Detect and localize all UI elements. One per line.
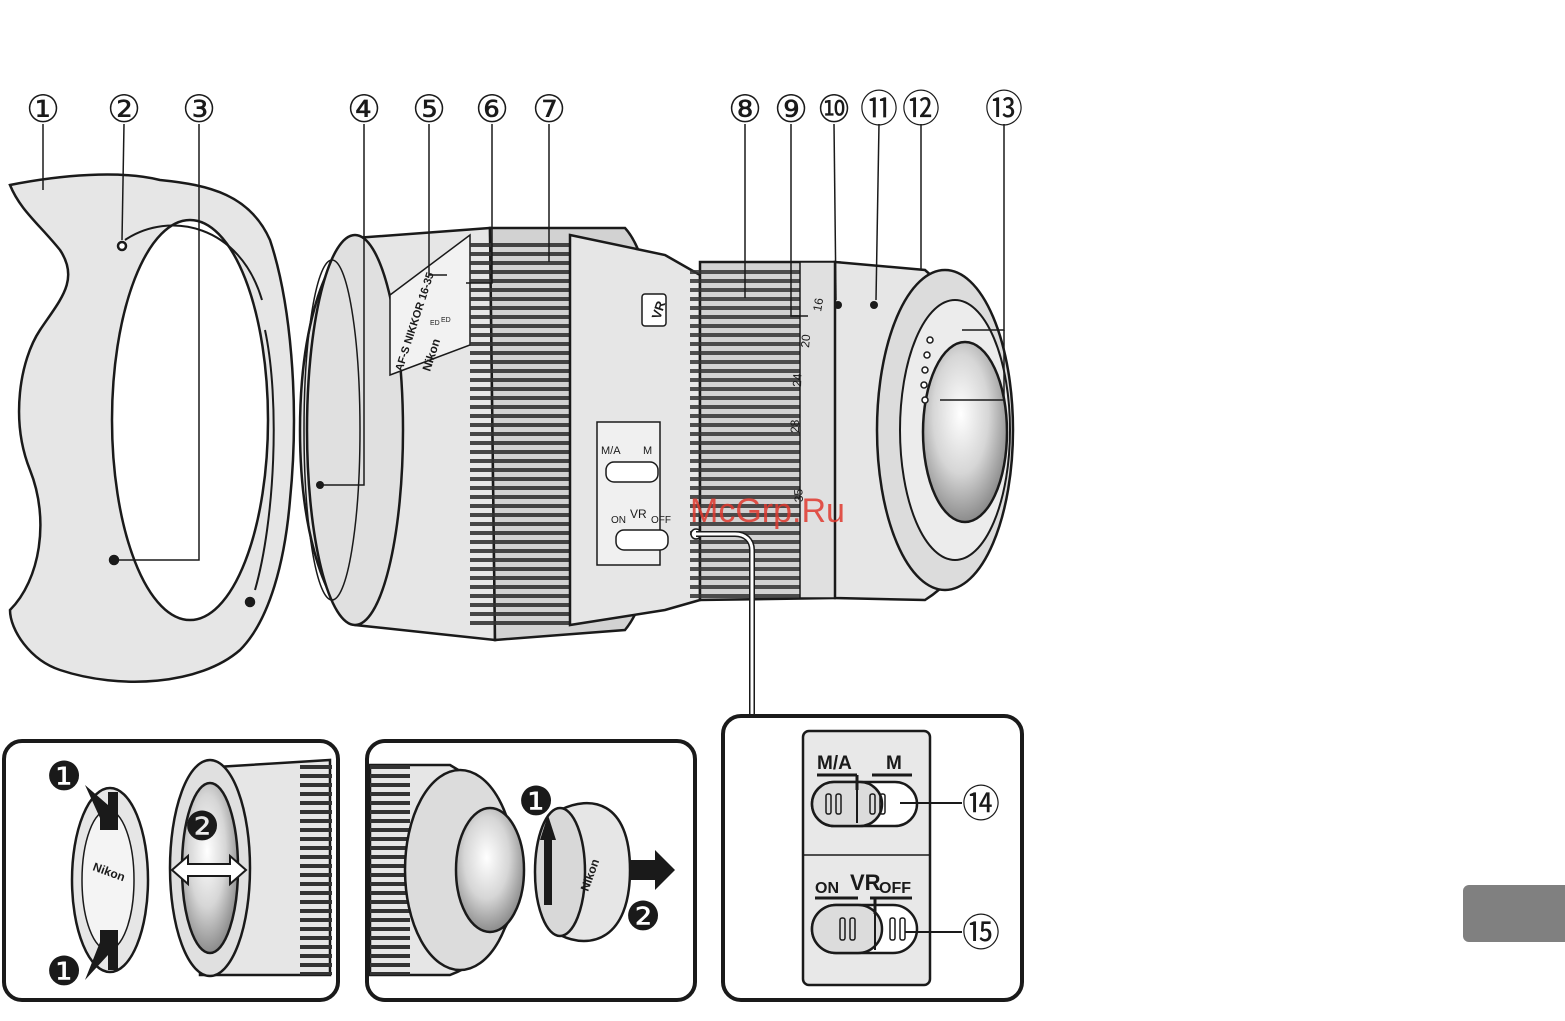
page-edge-tab: [1463, 885, 1565, 942]
switch-off-label-small: OFF: [651, 515, 671, 526]
switch-m-label-small: M: [643, 445, 652, 457]
ed-mark: ED: [430, 320, 440, 327]
callout-14: ⑭: [962, 784, 1000, 826]
callout-6: ⑥: [475, 89, 509, 131]
callout-13: ⑬: [985, 89, 1023, 131]
lens-body: [300, 228, 1013, 640]
callout-5: ⑤: [412, 89, 446, 131]
callout-9: ⑨: [774, 89, 808, 131]
lens-hood: [10, 175, 294, 682]
callout-2: ②: [107, 89, 141, 131]
focus-mode-ma-label: M/A: [817, 753, 852, 774]
front-cap-step-1-top: ❶: [46, 755, 82, 799]
front-cap-step-2: ❷: [184, 805, 220, 849]
switch-detail-panel: M/A M VR ON OFF ⑭ ⑮: [723, 716, 1022, 1000]
vr-switch[interactable]: [812, 898, 917, 953]
focus-mode-switch[interactable]: [812, 775, 917, 826]
callout-15: ⑮: [962, 913, 1000, 955]
callout-3: ③: [182, 89, 216, 131]
switch-ma-label-small: M/A: [601, 445, 621, 457]
front-cap-step-1-bottom: ❶: [46, 950, 82, 994]
switch-vr-label-small: VR: [630, 507, 647, 521]
zoom-scale-24: 24: [790, 373, 804, 387]
switch-on-label-small: ON: [611, 515, 626, 526]
callout-7: ⑦: [532, 89, 566, 131]
callout-4: ④: [347, 89, 381, 131]
front-cap-panel: Nikon ❶ ❷ ❶: [4, 741, 338, 1000]
callout-1: ①: [26, 89, 60, 131]
vr-on-label: ON: [815, 880, 839, 897]
focus-mode-m-label: M: [886, 753, 902, 774]
rear-cap-step-1: ❶: [518, 780, 554, 824]
zoom-scale-28: 28: [788, 419, 802, 433]
ed-mark: ED: [441, 317, 451, 324]
zoom-scale-20: 20: [798, 333, 813, 348]
vr-off-label: OFF: [879, 880, 911, 897]
rear-cap-step-2: ❷: [625, 895, 661, 939]
callout-12: ⑫: [902, 89, 940, 131]
callout-8: ⑧: [728, 89, 762, 131]
callout-11: ⑪: [860, 89, 898, 131]
callout-labels: ① ② ③ ④ ⑤ ⑥ ⑦ ⑧ ⑨ ⑩ ⑪ ⑫ ⑬: [26, 89, 1023, 131]
callout-10: ⑩: [817, 89, 851, 131]
vr-title-label: VR: [850, 870, 881, 895]
watermark: McGrp.Ru: [690, 492, 845, 530]
zoom-scale-16: 16: [810, 297, 826, 313]
rear-cap-panel: Nikon ❶ ❷: [367, 741, 695, 1000]
